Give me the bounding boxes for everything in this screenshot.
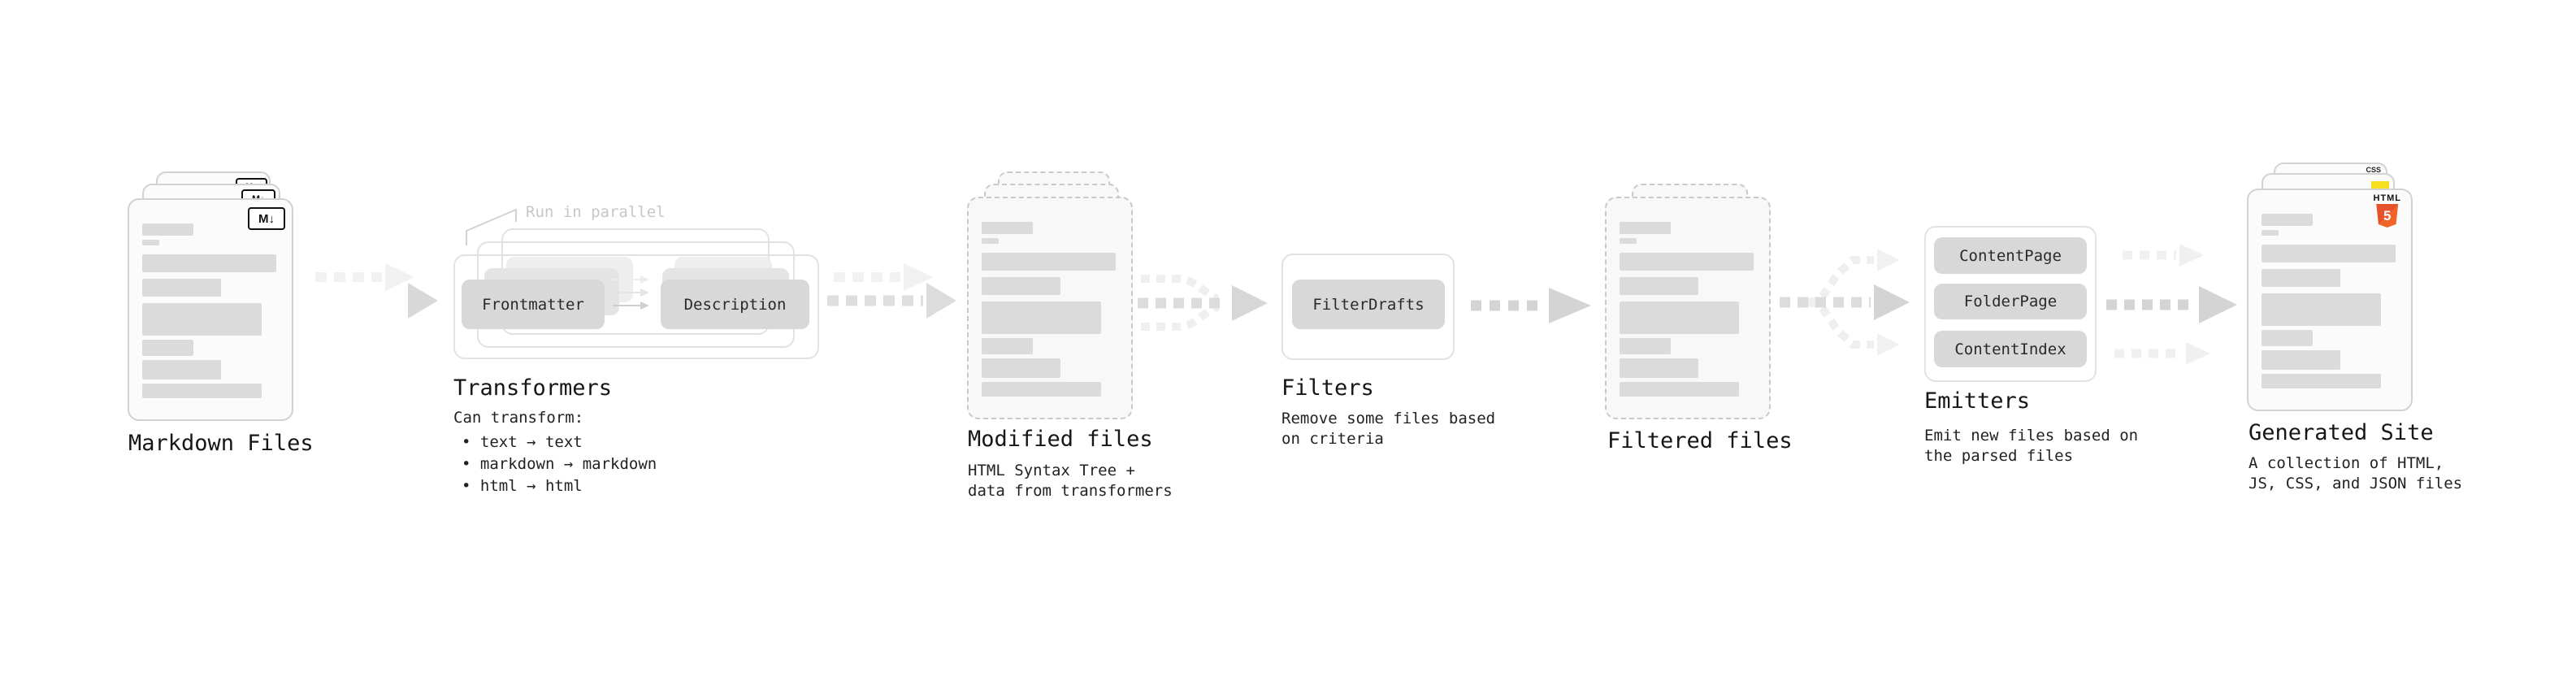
javascript-icon: [2371, 181, 2389, 190]
emitters-caption: Emit new files based on the parsed files: [1924, 427, 2139, 465]
stage-label-filtered-files: Filtered files: [1607, 428, 1793, 453]
generated-file-card-html: HTML 5: [2247, 189, 2413, 411]
modified-file-card-front: [967, 197, 1133, 419]
document-skeleton: [142, 200, 285, 419]
transformers-bullet-list: • text → text • markdown → markdown • ht…: [462, 432, 657, 497]
modified-files-caption: HTML Syntax Tree + data from transformer…: [968, 462, 1173, 500]
stage-label-generated-site: Generated Site: [2249, 420, 2434, 445]
bullet-item: • text → text: [462, 433, 583, 451]
arrow-filters-to-filtered: [1471, 288, 1591, 323]
stage-label-modified-files: Modified files: [968, 427, 1153, 452]
run-in-parallel-note: Run in parallel: [526, 203, 666, 221]
stage-label-transformers: Transformers: [453, 375, 613, 401]
markdown-file-card-front: M↓: [128, 198, 293, 421]
arrow-split-filtered-to-emitters: [1780, 249, 1910, 356]
filtered-file-card-front: [1605, 197, 1771, 419]
arrow-transformers-to-modified: [827, 263, 956, 319]
frontmatter-pill: Frontmatter: [462, 280, 605, 329]
parallel-arrows-icon: [613, 275, 649, 310]
document-skeleton: [1620, 198, 1763, 418]
filters-caption: Remove some files based on criteria: [1281, 410, 1496, 448]
filterdrafts-pill: FilterDrafts: [1292, 280, 1445, 329]
contentindex-pill: ContentIndex: [1934, 331, 2087, 367]
stage-label-markdown-files: Markdown Files: [128, 431, 314, 456]
html5-icon: HTML 5: [2373, 194, 2401, 228]
description-pill: Description: [661, 280, 809, 329]
stage-label-emitters: Emitters: [1924, 388, 2031, 414]
contentpage-pill: ContentPage: [1934, 237, 2087, 274]
markdown-icon: M↓: [248, 207, 285, 230]
generated-site-caption: A collection of HTML, JS, CSS, and JSON …: [2249, 454, 2463, 492]
bullet-item: • html → html: [462, 477, 583, 495]
arrow-merge-modified-to-filters: [1138, 275, 1268, 331]
run-in-parallel-leader-line: [466, 208, 517, 245]
folderpage-pill: FolderPage: [1934, 284, 2087, 319]
arrow-markdown-to-transformers: [309, 263, 438, 319]
document-skeleton: [982, 198, 1125, 418]
document-skeleton: [2262, 190, 2405, 410]
transformers-caption-title: Can transform:: [453, 409, 584, 427]
stage-label-filters: Filters: [1281, 375, 1374, 401]
transformer-frame-front: [453, 254, 819, 359]
bullet-item: • markdown → markdown: [462, 455, 657, 473]
arrows-emitters-to-generated: [2106, 244, 2237, 365]
